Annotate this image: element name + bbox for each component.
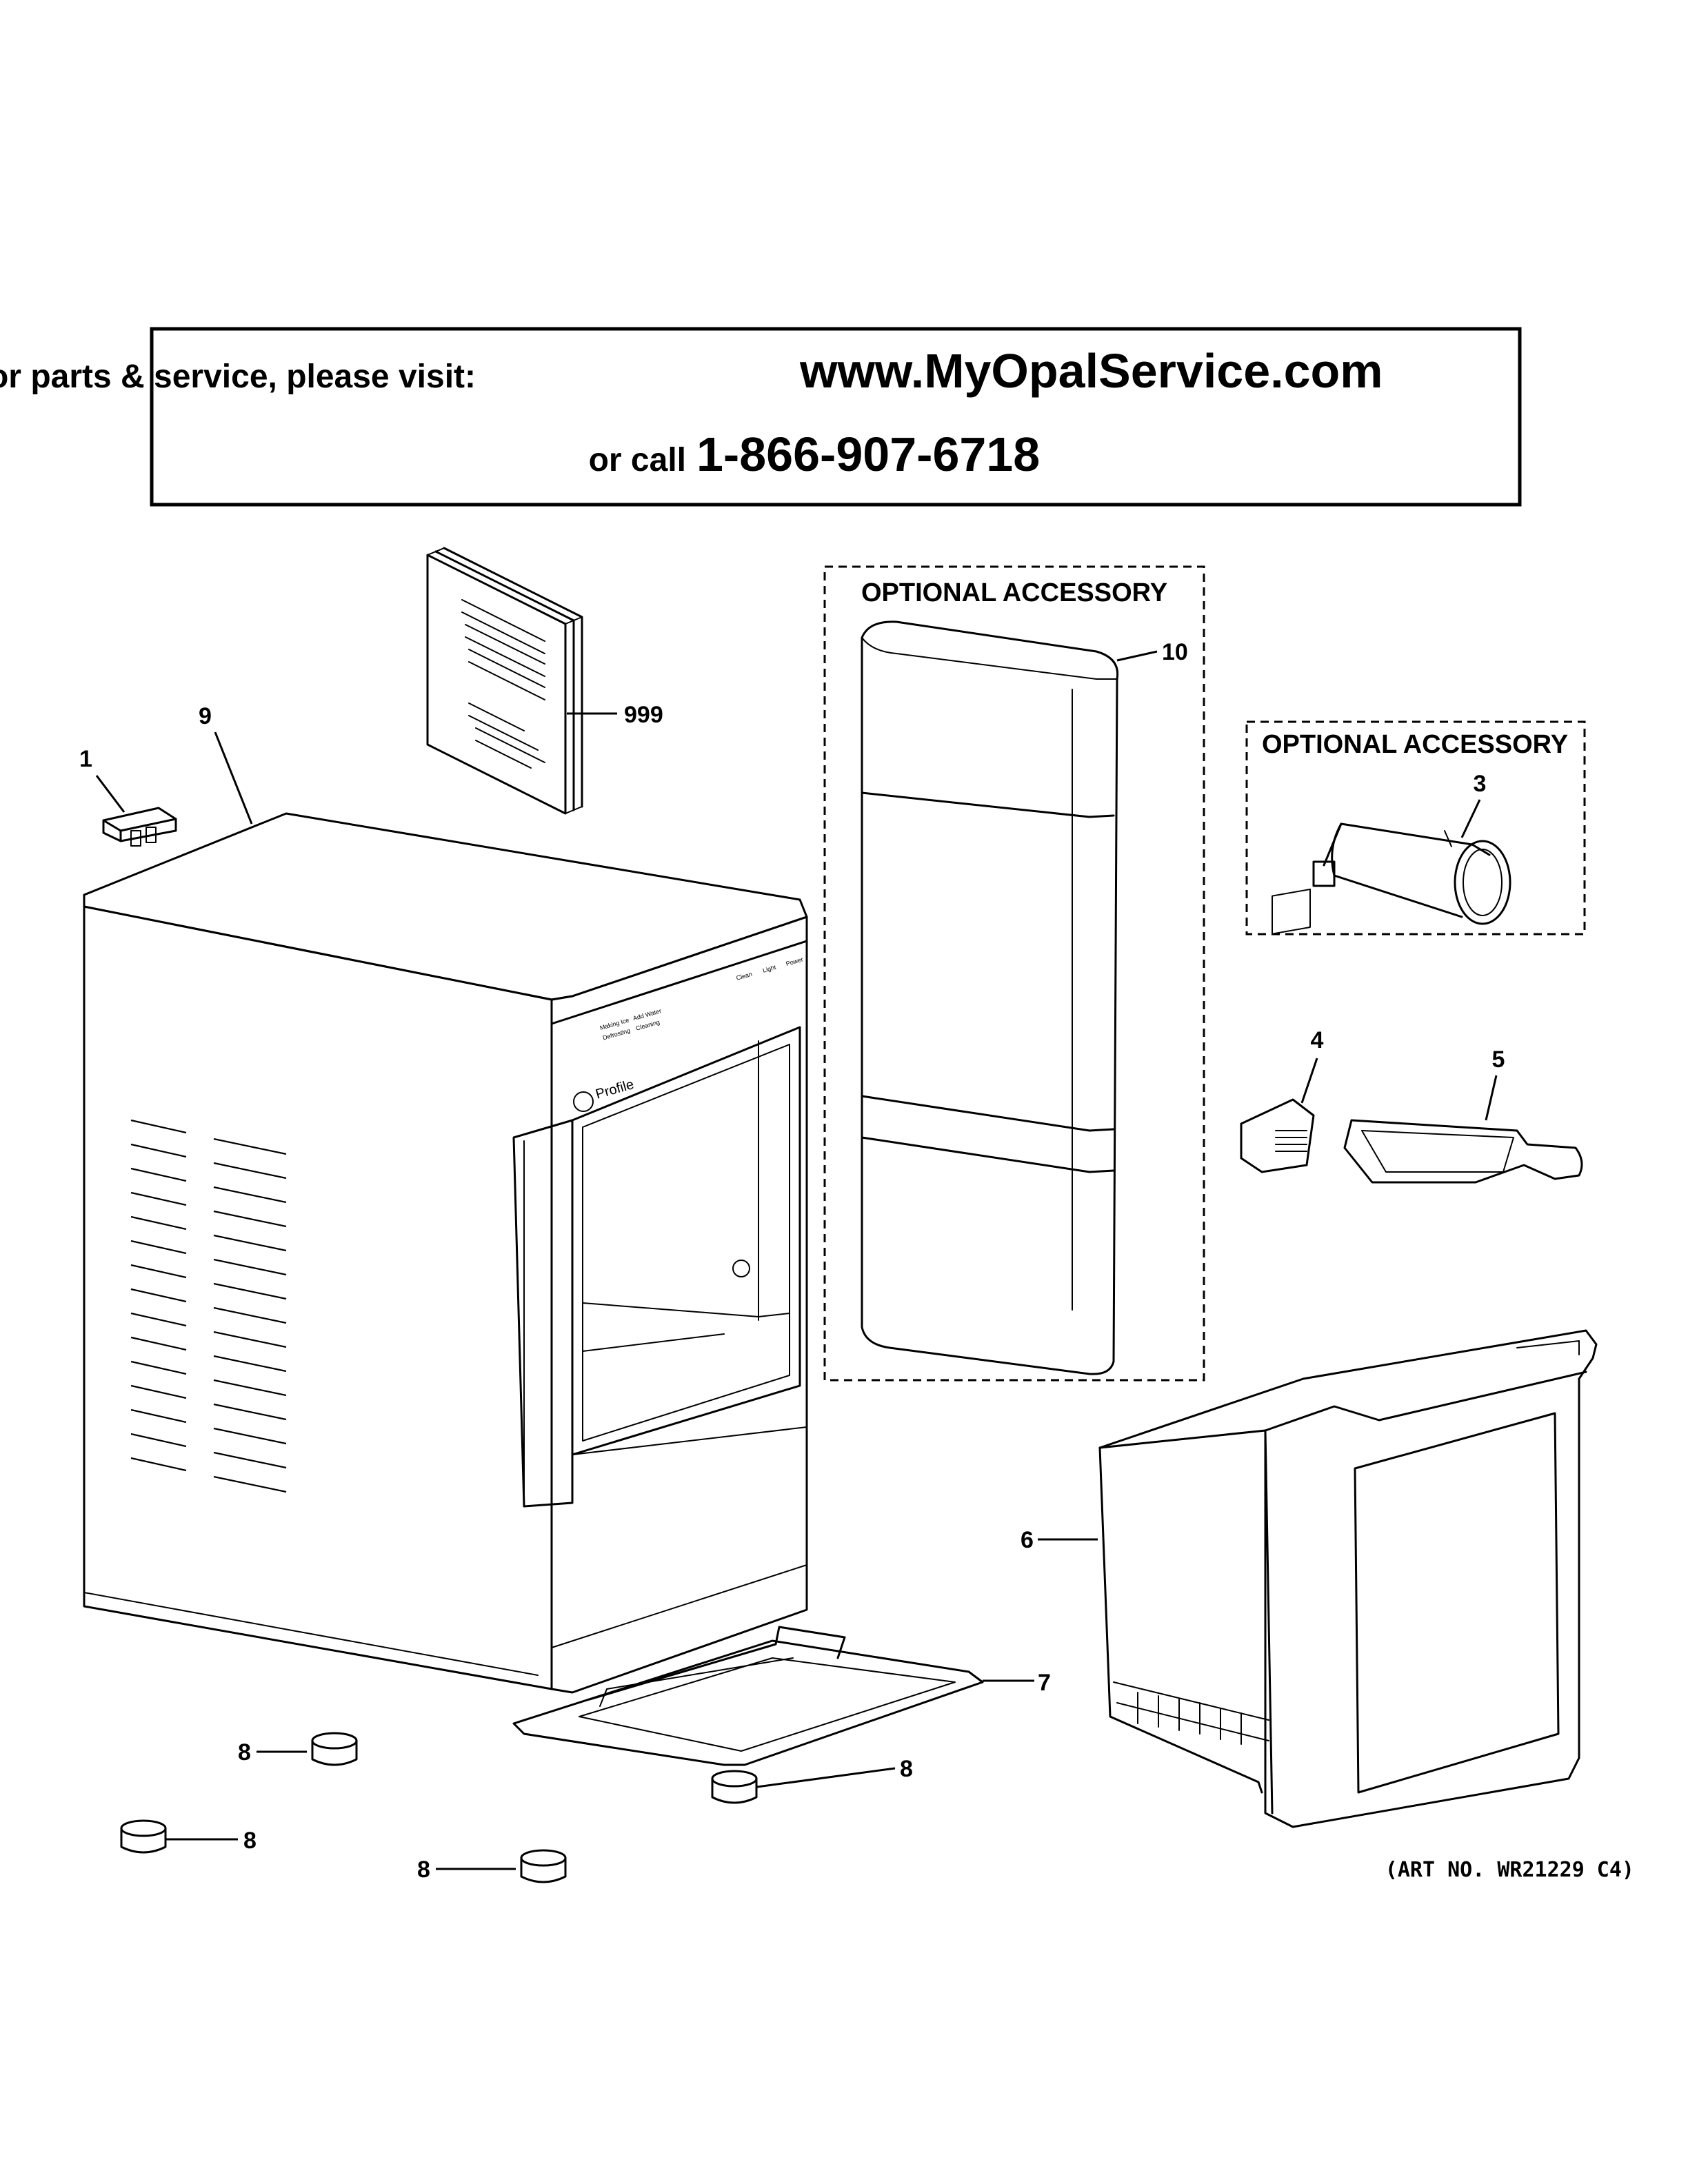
service-phone[interactable]: 1-866-907-6718: [696, 427, 1040, 481]
callout-8-c: 8: [243, 1828, 257, 1854]
part-8-foot-a: 8: [238, 1732, 358, 1766]
part-5-ice-scoop: 5: [1343, 1046, 1583, 1184]
panel-clean: Clean: [735, 971, 752, 982]
optional-accessory-title-b: OPTIONAL ACCESSORY: [1262, 730, 1568, 759]
part-6-ice-bucket: 6: [1021, 1329, 1598, 1828]
visit-text: For parts & service, please visit:: [0, 358, 476, 395]
callout-7: 7: [1038, 1670, 1051, 1696]
callout-10: 10: [1162, 639, 1188, 665]
ge-logo-icon: [573, 1091, 594, 1112]
optional-accessory-title-a: OPTIONAL ACCESSORY: [861, 578, 1167, 607]
side-vent: [130, 1119, 287, 1493]
part-8-foot-c: 8: [120, 1819, 257, 1854]
service-url[interactable]: www.MyOpalService.com: [799, 344, 1383, 398]
part-1-clip: 1: [79, 746, 177, 847]
callout-8-d: 8: [417, 1857, 430, 1883]
callout-6: 6: [1021, 1527, 1034, 1553]
callout-8-b: 8: [900, 1756, 913, 1782]
callout-3: 3: [1474, 771, 1487, 797]
part-10-optional-tank: OPTIONAL ACCESSORY 10: [823, 565, 1205, 1382]
callout-9: 9: [199, 703, 212, 729]
part-999-manual: 999: [426, 547, 663, 815]
call-text: or call: [589, 442, 686, 478]
callout-999: 999: [624, 702, 663, 728]
callout-8-a: 8: [238, 1739, 251, 1766]
brand-label: Profile: [594, 1077, 636, 1102]
part-4-grille: 4: [1240, 888, 1324, 1173]
callout-4: 4: [1311, 1027, 1324, 1053]
art-number: (ART NO. WR21229 C4): [1385, 1858, 1634, 1882]
part-8-foot-b: 8: [711, 1756, 913, 1804]
part-9-ice-maker-cabinet: 9 Making Ice Add Water Defrosting Cleani…: [83, 703, 808, 1694]
part-8-foot-d: 8: [417, 1849, 567, 1883]
service-info-box: For parts & service, please visit: www.M…: [0, 327, 1522, 507]
part-7-drip-tray: 7: [512, 1626, 1051, 1766]
part-3-optional-filter: OPTIONAL ACCESSORY 3: [1245, 720, 1586, 936]
callout-1: 1: [79, 746, 92, 772]
panel-light: Light: [762, 964, 777, 974]
callout-5: 5: [1492, 1046, 1505, 1073]
panel-power: Power: [785, 956, 804, 968]
